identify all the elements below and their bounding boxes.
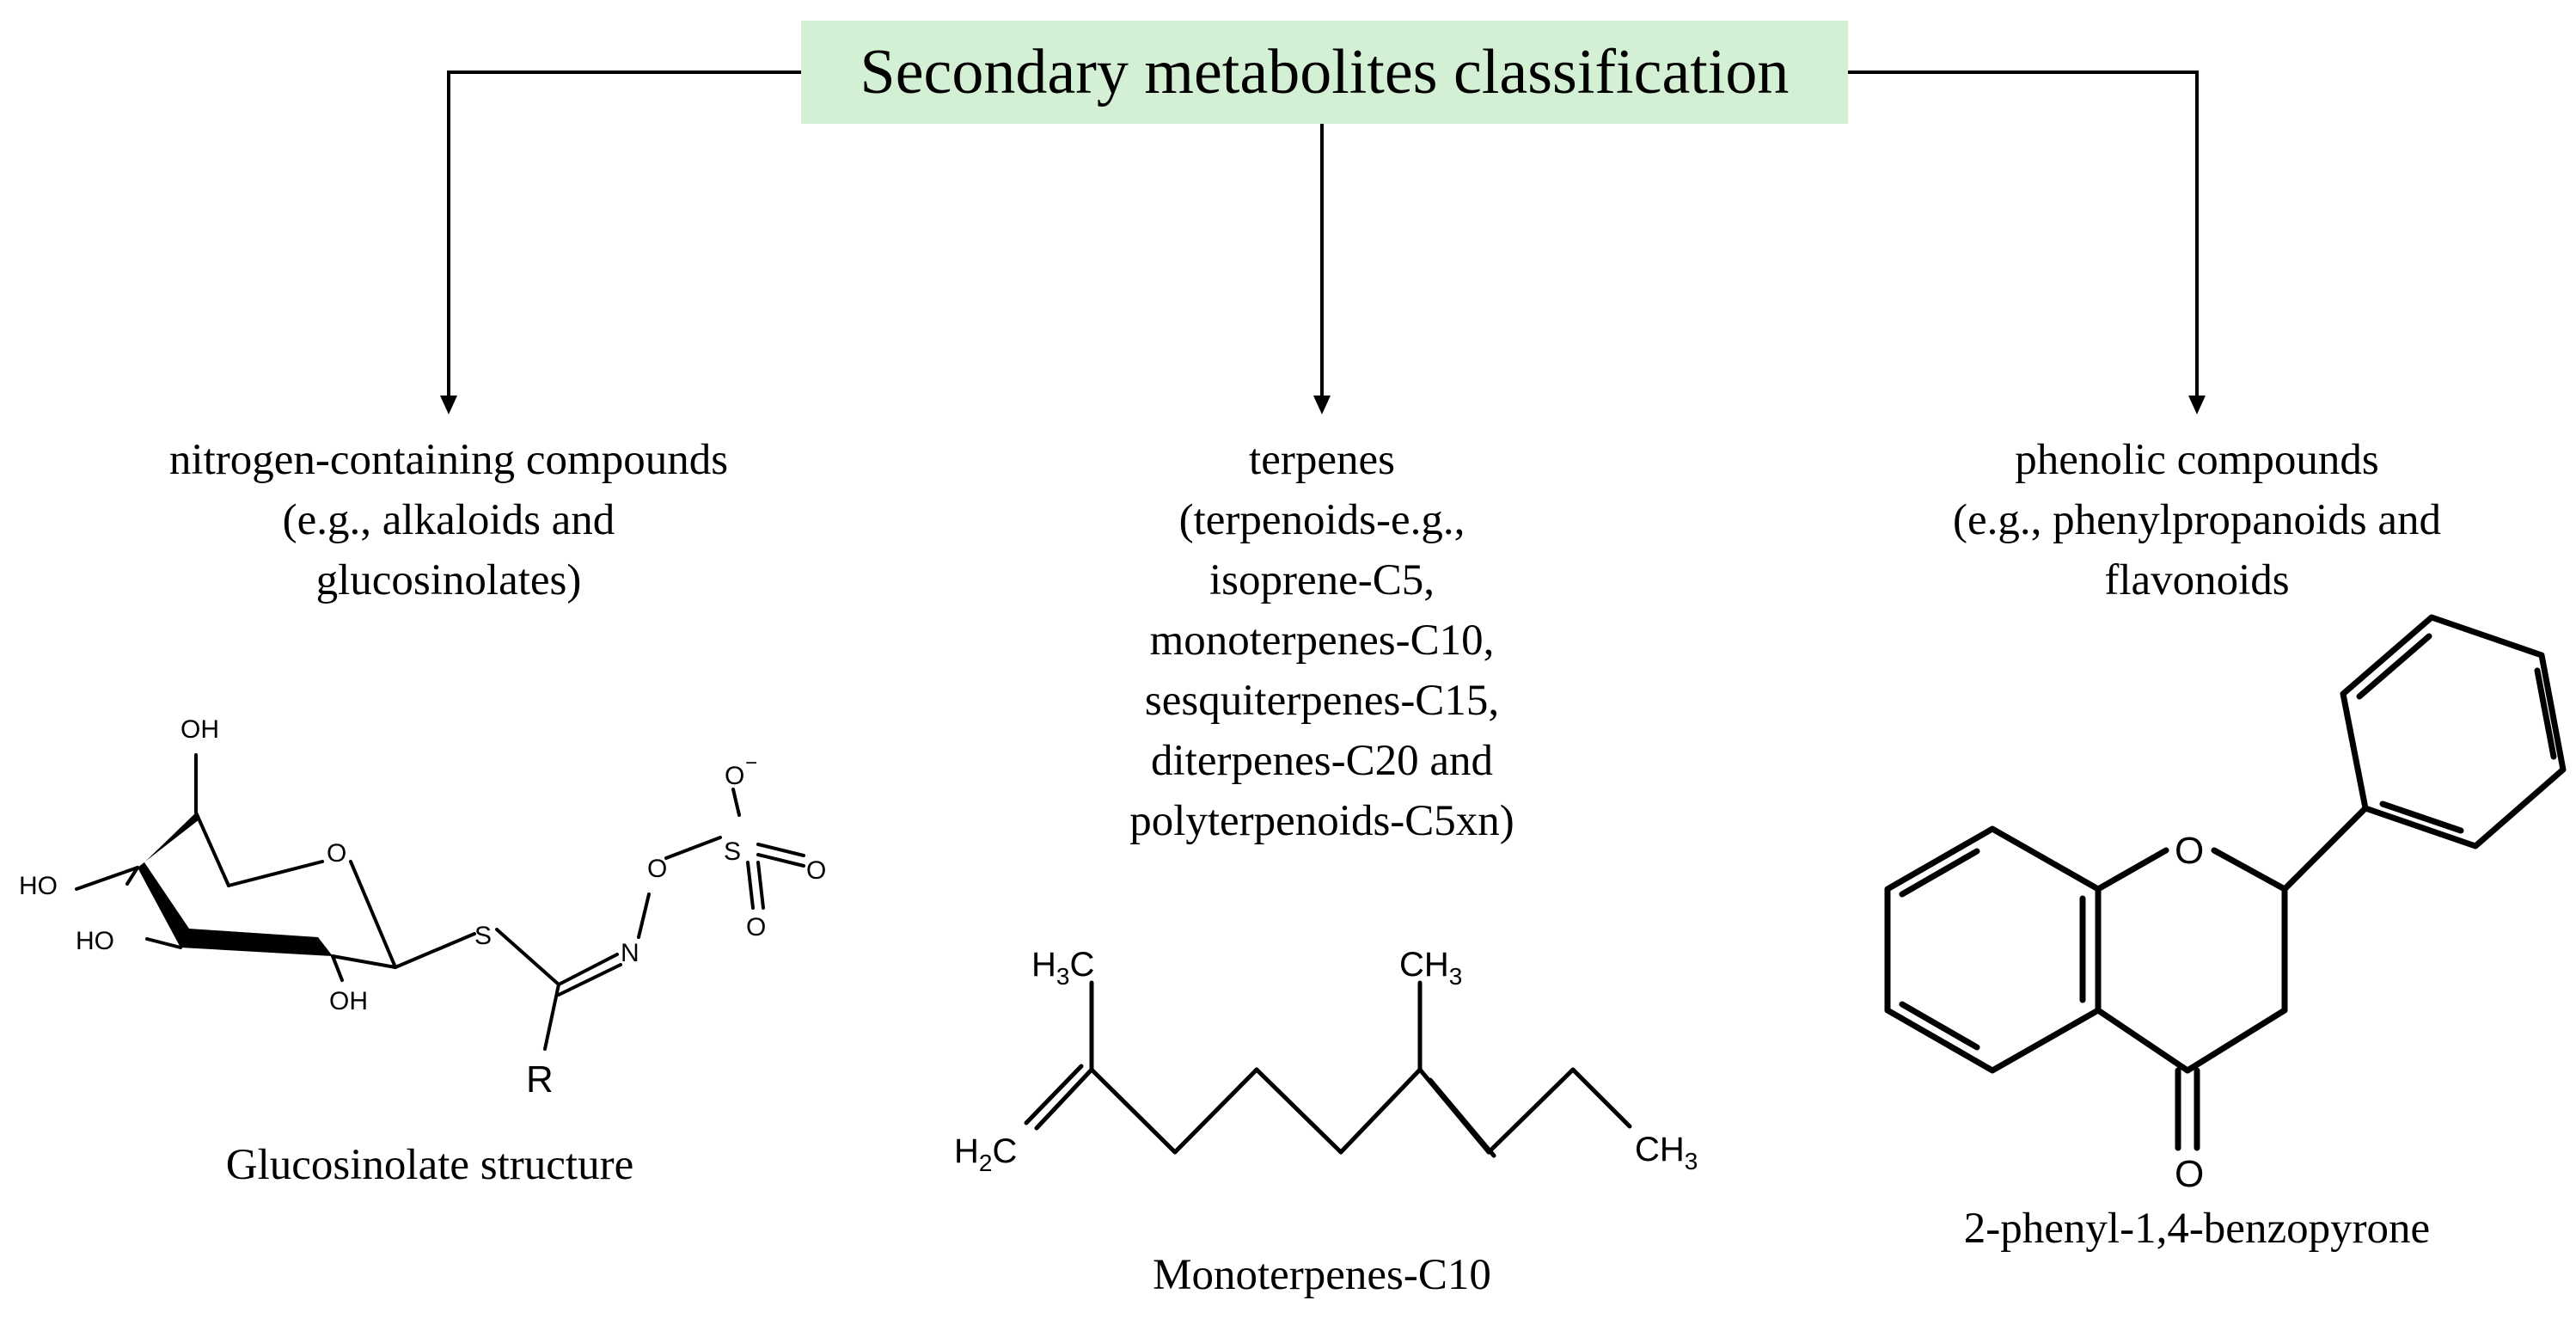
category-line: monoterpenes-C10,	[1149, 616, 1495, 665]
atom-label: H	[954, 1132, 979, 1170]
category-line: (e.g., alkaloids and	[282, 496, 615, 544]
atom-label: O	[327, 839, 346, 868]
category-phenolic-text: phenolic compounds (e.g., phenylpropanoi…	[1853, 430, 2541, 610]
category-nitrogen-text: nitrogen-containing compounds (e.g., alk…	[105, 430, 792, 610]
atom-label: OH	[329, 987, 368, 1015]
atom-subscript: 3	[1056, 963, 1070, 990]
arrowhead-center	[1313, 396, 1331, 414]
atom-subscript: 2	[979, 1150, 993, 1176]
category-line: nitrogen-containing compounds	[168, 436, 729, 484]
category-line: terpenes	[1249, 436, 1395, 484]
connector-left	[447, 71, 801, 397]
category-line: flavonoids	[2104, 556, 2290, 604]
category-line: glucosinolates)	[315, 556, 582, 604]
arrowhead-right	[2188, 396, 2206, 414]
atom-label: O	[806, 856, 826, 885]
atom-label: S	[474, 922, 492, 950]
arrowhead-left	[440, 396, 457, 414]
atom-label: O	[725, 762, 744, 790]
atom-subscript: 3	[1685, 1148, 1698, 1175]
atom-label: CH	[1635, 1131, 1685, 1168]
atom-subscript: 3	[1449, 963, 1463, 990]
atom-label: N	[621, 939, 639, 967]
atom-label: CH	[1399, 946, 1449, 984]
atom-label: O	[2175, 1153, 2204, 1195]
caption-glucosinolate: Glucosinolate structure	[225, 1141, 634, 1189]
svg-text:H3C: H3C	[1031, 946, 1094, 990]
category-line: (terpenoids-e.g.,	[1178, 496, 1465, 544]
atom-label: HO	[76, 927, 114, 955]
atom-label: HO	[19, 872, 58, 900]
atom-label: O	[647, 855, 667, 883]
category-line: sesquiterpenes-C15,	[1144, 677, 1500, 725]
category-line: (e.g., phenylpropanoids and	[1953, 496, 2441, 544]
category-terpenes-text: terpenes (terpenoids-e.g., isoprene-C5, …	[1021, 430, 1623, 851]
atom-label: O	[746, 913, 766, 942]
atom-label: −	[745, 751, 757, 775]
category-line: isoprene-C5,	[1208, 556, 1435, 604]
svg-text:CH3: CH3	[1635, 1131, 1698, 1175]
diagram-title: Secondary metabolites classification	[801, 21, 1848, 124]
category-line: polyterpenoids-C5xn)	[1129, 797, 1514, 845]
atom-label: C	[1069, 946, 1094, 984]
caption-flavanone: 2-phenyl-1,4-benzopyrone	[1963, 1205, 2431, 1253]
category-line: diterpenes-C20 and	[1151, 737, 1493, 785]
atom-label: S	[724, 837, 741, 866]
caption-monoterpene: Monoterpenes-C10	[1153, 1251, 1491, 1299]
category-line: phenolic compounds	[2015, 436, 2379, 484]
svg-text:H2C: H2C	[954, 1132, 1017, 1176]
atom-label: O	[2175, 830, 2204, 872]
atom-label: OH	[181, 715, 219, 744]
svg-text:CH3: CH3	[1399, 946, 1462, 990]
diagram-title-text: Secondary metabolites classification	[860, 36, 1790, 107]
atom-label: C	[992, 1132, 1017, 1170]
atom-label: R	[526, 1058, 554, 1101]
atom-label: H	[1031, 946, 1056, 984]
connector-right	[1848, 71, 2199, 397]
